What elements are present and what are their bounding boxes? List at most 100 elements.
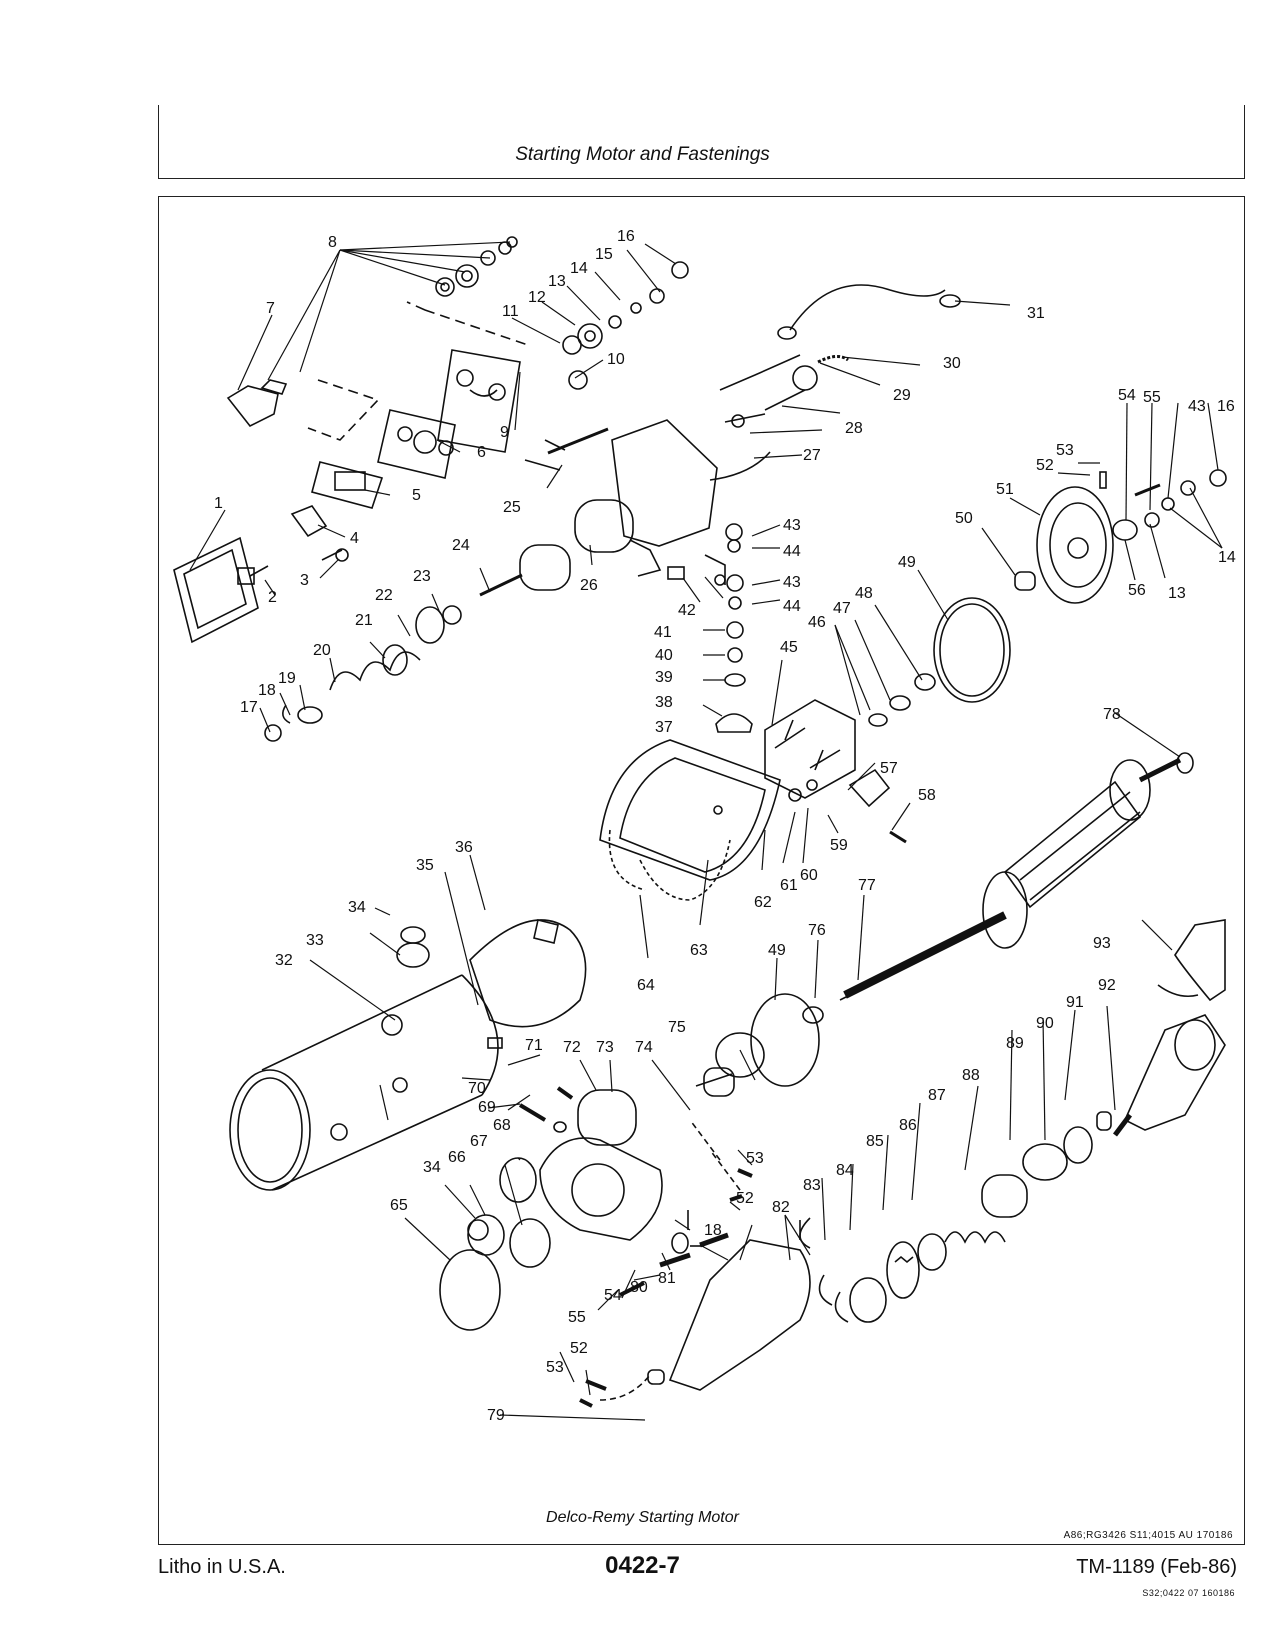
callout-89: 89 [1006, 1035, 1024, 1052]
callout-82: 82 [772, 1199, 790, 1216]
callout-51: 51 [996, 481, 1014, 498]
callout-21: 21 [355, 612, 373, 629]
callout-41: 41 [654, 624, 672, 641]
callout-5: 5 [412, 487, 421, 504]
callout-66: 66 [448, 1149, 466, 1166]
figure-caption: Delco-Remy Starting Motor [546, 1509, 739, 1526]
callout-2: 2 [268, 589, 277, 606]
callout-54b: 54 [604, 1287, 622, 1304]
callout-16: 16 [617, 228, 635, 245]
header-frame [158, 105, 1245, 179]
callout-44: 44 [783, 543, 801, 560]
callout-70: 70 [468, 1080, 486, 1097]
callout-84: 84 [836, 1162, 854, 1179]
callout-13b: 13 [1168, 585, 1186, 602]
callout-57: 57 [880, 760, 898, 777]
callout-71: 71 [525, 1037, 543, 1054]
callout-81: 81 [658, 1270, 676, 1287]
callout-43c: 43 [783, 574, 801, 591]
callout-6: 6 [477, 444, 486, 461]
callout-62: 62 [754, 894, 772, 911]
callout-58: 58 [918, 787, 936, 804]
drive-housing [439, 993, 824, 1408]
callout-35: 35 [416, 857, 434, 874]
callout-25: 25 [503, 499, 521, 516]
solenoid-housing [524, 284, 961, 577]
callout-44b: 44 [783, 598, 801, 615]
callout-90: 90 [1036, 1015, 1054, 1032]
figure-frame [158, 196, 1245, 1545]
callout-67: 67 [470, 1133, 488, 1150]
callout-23: 23 [413, 568, 431, 585]
callout-26: 26 [580, 577, 598, 594]
callout-49: 49 [898, 554, 916, 571]
leader-lines [189, 241, 1223, 1421]
callout-46: 46 [808, 614, 826, 631]
callout-37: 37 [655, 719, 673, 736]
callout-16b: 16 [1217, 398, 1235, 415]
callout-86: 86 [899, 1117, 917, 1134]
callout-15: 15 [595, 246, 613, 263]
callout-24: 24 [452, 537, 470, 554]
callout-54: 54 [1118, 387, 1136, 404]
callout-33: 33 [306, 932, 324, 949]
callout-92: 92 [1098, 977, 1116, 994]
callout-3: 3 [300, 572, 309, 589]
callout-50: 50 [955, 510, 973, 527]
callout-43: 43 [783, 517, 801, 534]
callout-11: 11 [502, 303, 519, 320]
callout-52c: 52 [570, 1340, 588, 1357]
callout-7: 7 [266, 300, 275, 317]
callout-36: 36 [455, 839, 473, 856]
callout-53: 53 [1056, 442, 1074, 459]
callout-63: 63 [690, 942, 708, 959]
callout-14: 14 [570, 260, 588, 277]
callout-19: 19 [278, 670, 296, 687]
callout-87: 87 [928, 1087, 946, 1104]
callout-49b: 49 [768, 942, 786, 959]
callout-1: 1 [214, 495, 223, 512]
callout-93: 93 [1093, 935, 1111, 952]
callout-53b: 53 [746, 1150, 764, 1167]
callout-79: 79 [487, 1407, 505, 1424]
callout-18: 18 [258, 682, 276, 699]
callout-65: 65 [390, 1197, 408, 1214]
figure-code: A86;RG3426 S11;4015 AU 170186 [1063, 1530, 1233, 1541]
callout-8: 8 [328, 234, 337, 251]
callout-22: 22 [375, 587, 393, 604]
callout-10: 10 [607, 351, 625, 368]
callout-48: 48 [855, 585, 873, 602]
callout-69: 69 [478, 1099, 496, 1116]
callout-53c: 53 [546, 1359, 564, 1376]
callout-32: 32 [275, 952, 293, 969]
callout-52b: 52 [736, 1190, 754, 1207]
callout-88: 88 [962, 1067, 980, 1084]
parts-group-hardware [307, 236, 689, 441]
callout-52: 52 [1036, 457, 1054, 474]
field-assembly [599, 673, 936, 901]
callout-14b: 14 [1218, 549, 1236, 566]
callout-55b: 55 [568, 1309, 586, 1326]
callout-61: 61 [780, 877, 798, 894]
callout-17: 17 [240, 699, 258, 716]
manual-id: TM-1189 (Feb-86) [1076, 1556, 1237, 1578]
callout-76: 76 [808, 922, 826, 939]
end-cap [933, 469, 1227, 774]
callout-68: 68 [493, 1117, 511, 1134]
callout-47: 47 [833, 600, 851, 617]
callout-77: 77 [858, 877, 876, 894]
parts-group-solenoid [173, 349, 521, 644]
callout-74: 74 [635, 1039, 653, 1056]
callout-39: 39 [655, 669, 673, 686]
page-title: Starting Motor and Fastenings [515, 144, 770, 165]
callout-43b: 43 [1188, 398, 1206, 415]
callout-12: 12 [528, 289, 546, 306]
callout-38: 38 [655, 694, 673, 711]
callout-64: 64 [637, 977, 655, 994]
callout-56: 56 [1128, 582, 1146, 599]
footer-litho: Litho in U.S.A. [158, 1556, 286, 1578]
washer-column [667, 523, 753, 733]
footer-code: S32;0422 07 160186 [1142, 1588, 1235, 1598]
callout-18b: 18 [704, 1222, 722, 1239]
